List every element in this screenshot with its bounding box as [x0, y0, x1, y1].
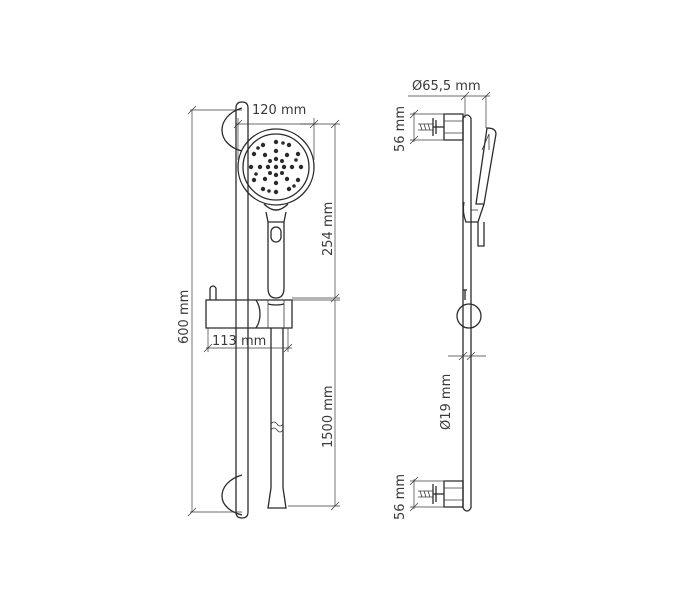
top-wall-bracket: [221, 107, 243, 152]
side-shower-head: [462, 127, 497, 247]
label-600mm: 600 mm: [177, 290, 192, 344]
dimension-113mm: [203, 328, 293, 353]
side-view: Ø65,5 mm 56 mm Ø19 mm 56 mm: [393, 79, 497, 520]
shower-head: [237, 128, 315, 223]
side-top-bracket: [418, 113, 464, 141]
shower-holder: [205, 285, 293, 329]
nozzle-pattern: [248, 139, 304, 195]
label-1500mm: 1500 mm: [321, 385, 336, 448]
label-head-diameter: Ø65,5 mm: [412, 79, 481, 94]
shower-hose: [267, 328, 287, 509]
side-bottom-bracket: [418, 480, 464, 508]
dimension-head-diameter: [408, 91, 491, 128]
label-top-bracket: 56 mm: [393, 106, 408, 152]
side-holder-knob: [456, 289, 482, 329]
dimension-254mm: [292, 119, 340, 303]
shower-handle: [267, 222, 285, 299]
dimension-600mm: [187, 105, 242, 517]
dimension-bottom-bracket: [409, 476, 446, 512]
dimension-1500mm: [288, 299, 340, 511]
label-120mm: 120 mm: [252, 103, 306, 118]
label-113mm: 113 mm: [212, 334, 266, 349]
dimension-top-bracket: [409, 109, 446, 145]
front-view: 600 mm 120 mm 254 mm 113 mm: [177, 101, 340, 519]
label-rail-diameter: Ø19 mm: [439, 374, 454, 430]
label-254mm: 254 mm: [321, 202, 336, 256]
bottom-wall-bracket: [221, 474, 243, 516]
label-bottom-bracket: 56 mm: [393, 474, 408, 520]
side-rail: [462, 114, 472, 512]
dimension-rail-diameter: [448, 351, 486, 361]
slide-rail: [235, 101, 249, 519]
